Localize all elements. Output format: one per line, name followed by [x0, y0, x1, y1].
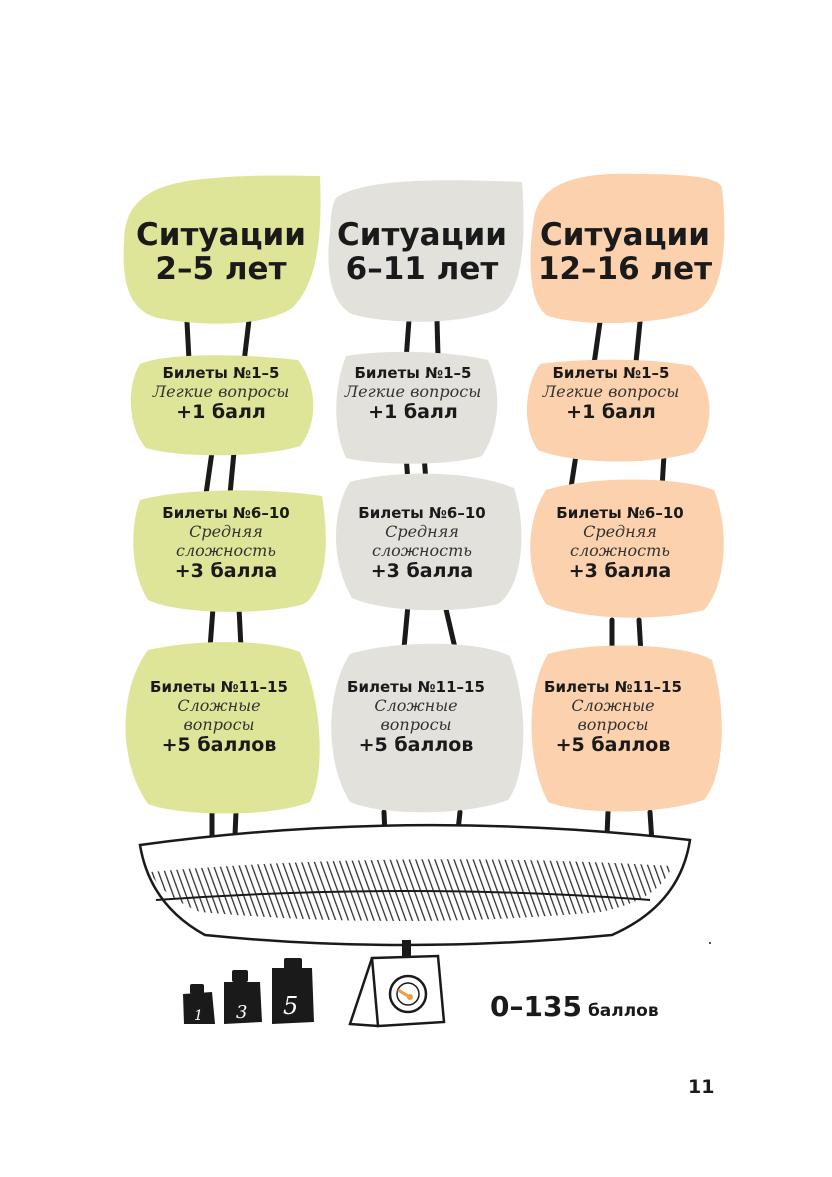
points-label: +3 балла — [568, 560, 672, 582]
difficulty-label: Легкие вопросы — [542, 382, 680, 401]
difficulty-label: Легкие вопросы — [344, 382, 482, 401]
level-blob-green — [125, 641, 320, 814]
weight-3-label: 3 — [236, 1002, 247, 1023]
level-blob-gray — [331, 643, 524, 813]
leg — [227, 449, 237, 497]
tickets-label: Билеты №11–15 — [150, 678, 288, 696]
level-1-card: Билеты №1–5 Легкие вопросы +1 балл — [318, 364, 508, 423]
tickets-label: Билеты №11–15 — [544, 678, 682, 696]
scale-pan — [138, 823, 692, 947]
tickets-label: Билеты №6–10 — [358, 504, 486, 522]
level-blob-peach — [530, 479, 724, 618]
level-blob-green — [130, 355, 314, 456]
weight-1-label: 1 — [194, 1008, 203, 1024]
total-score-unit: баллов — [587, 1001, 659, 1021]
tickets-label: Билеты №11–15 — [347, 678, 485, 696]
points-label: +3 балла — [174, 560, 278, 582]
points-label: +5 баллов — [161, 734, 277, 756]
points-label: +3 балла — [370, 560, 474, 582]
tickets-label: Билеты №1–5 — [552, 364, 670, 382]
weight-1 — [183, 984, 215, 1024]
level-1-card: Билеты №1–5 Легкие вопросы +1 балл — [516, 364, 706, 423]
header-blob-green — [123, 175, 321, 324]
tickets-label: Билеты №6–10 — [162, 504, 290, 522]
scale-stem — [402, 940, 411, 962]
difficulty-label: Легкие вопросы — [152, 382, 290, 401]
points-label: +1 балл — [176, 401, 266, 423]
level-blob-gray — [336, 473, 522, 611]
level-blob-gray — [336, 351, 498, 464]
weight-5-label: 5 — [283, 992, 298, 1020]
page-number: 11 — [688, 1076, 715, 1098]
leg — [236, 605, 244, 651]
header-blob-peach — [530, 173, 725, 324]
points-label: +1 балл — [368, 401, 458, 423]
leg — [207, 605, 216, 651]
level-blob-peach — [526, 359, 710, 462]
points-label: +5 баллов — [555, 734, 671, 756]
tickets-label: Билеты №6–10 — [556, 504, 684, 522]
leg — [442, 602, 458, 651]
level-1-card: Билеты №1–5 Легкие вопросы +1 балл — [126, 364, 316, 423]
leg — [401, 602, 411, 651]
leg — [434, 317, 449, 361]
tickets-label: Билеты №1–5 — [162, 364, 280, 382]
tickets-label: Билеты №1–5 — [354, 364, 472, 382]
weight-5 — [272, 958, 314, 1024]
leg — [633, 319, 643, 365]
weight-3 — [224, 970, 262, 1024]
points-label: +1 балл — [566, 401, 656, 423]
total-score-value: 0–135 — [490, 990, 582, 1023]
leg — [203, 449, 215, 497]
level-blob-peach — [531, 645, 722, 812]
leg — [184, 319, 192, 363]
leg — [591, 319, 603, 367]
header-blob-gray — [328, 180, 524, 322]
scale-box — [348, 954, 446, 1028]
level-blob-green — [133, 490, 326, 612]
points-label: +5 баллов — [358, 734, 474, 756]
